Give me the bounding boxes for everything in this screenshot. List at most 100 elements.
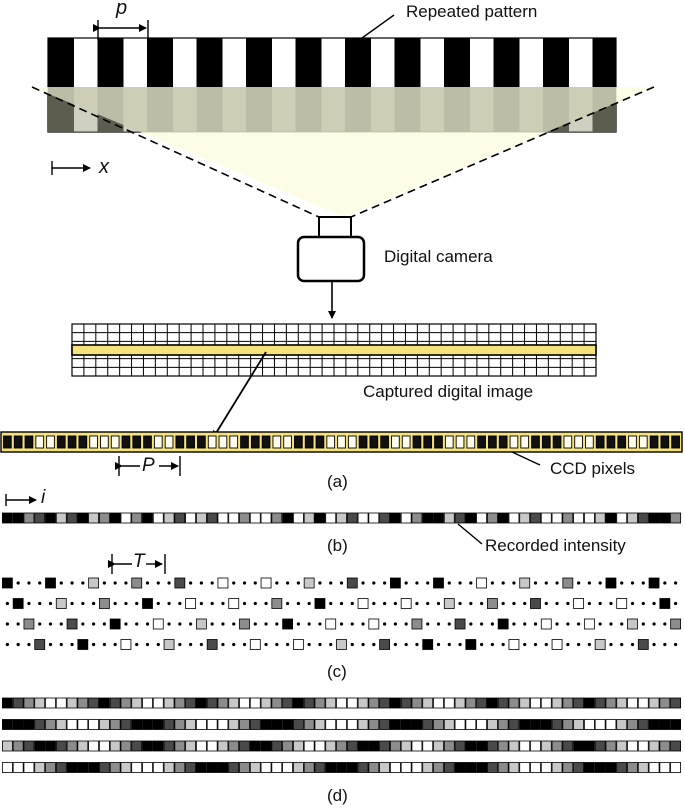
skipped-dot [415,581,419,585]
skipped-dot [566,622,570,626]
intensity-cell [659,512,671,524]
sampled-cell [583,618,595,630]
skipped-dot [663,642,667,647]
ccd-pixel [46,435,55,449]
reconstructed-cell [476,719,488,730]
reconstructed-cell [185,762,197,773]
reconstructed-cell [486,719,498,730]
reconstructed-cell [519,719,531,730]
skipped-dot [307,622,311,626]
intensity-cell [163,512,175,524]
sampled-cell [594,639,606,650]
reconstructed-cell [379,697,391,709]
intensity-cell [271,512,283,524]
skipped-dot [70,601,74,606]
skipped-dot [167,622,171,626]
reconstructed-cell [648,697,660,709]
reconstructed-cell [45,697,56,709]
reconstructed-cell [519,697,531,709]
reconstructed-cell [260,762,272,773]
reconstructed-cell [66,697,78,709]
reconstructed-cell [195,762,207,773]
skipped-dot [253,622,257,626]
reconstructed-cell [282,740,294,752]
ccd-pixel [369,435,379,449]
intensity-cell [120,512,132,524]
reconstructed-cell [336,740,347,752]
reconstructed-cell [627,697,638,709]
ccd-pixel [606,435,616,449]
ccd-pixel [649,435,659,449]
reconstructed-cell [551,762,563,773]
reconstructed-cell [206,762,218,773]
sampled-cell [66,618,78,630]
reconstructed-cell [23,719,35,730]
reconstructed-cell [605,762,617,773]
sampled-cell [239,618,250,630]
intensity-cell [228,512,240,524]
reconstructed-cell [573,740,585,752]
skipped-dot [426,601,430,606]
reconstructed-cell [185,740,197,752]
skipped-dot [92,642,96,647]
skipped-dot [533,642,538,647]
ccd-pixel [498,435,508,449]
reconstructed-cell [379,740,391,752]
ccd-pixel [509,435,519,449]
skipped-dot [221,642,225,647]
intensity-cell [411,512,423,524]
skipped-dot [27,581,31,585]
reconstructed-cell [465,697,477,709]
skipped-dot [145,642,150,647]
intensity-cell [303,512,315,524]
skipped-dot [242,581,247,585]
reconstructed-cell [314,697,326,709]
intensity-cell [508,512,520,524]
skipped-dot [16,581,20,585]
reconstructed-cell [282,697,294,709]
sampled-cell [508,639,520,650]
sampled-cell [34,639,46,650]
reconstructed-cell [637,697,649,709]
ccd-pixel [563,435,573,449]
skipped-dot [189,581,193,585]
intensity-cell [88,512,100,524]
reconstructed-cell [120,740,132,752]
reconstructed-cell [282,762,294,773]
intensity-cell [1,512,13,524]
reconstructed-cell [314,740,326,752]
ccd-pixel [391,435,400,449]
pattern-overlay-band [48,87,616,132]
sampled-cell [486,598,498,609]
skipped-dot [469,581,473,585]
sampled-cell [292,639,304,650]
skipped-dot [469,622,473,626]
intensity-cell [325,512,337,524]
skipped-dot [393,622,397,626]
sampled-cell [400,598,412,609]
skipped-dot [113,601,117,606]
intensity-cell [217,512,229,524]
reconstructed-cell [357,762,369,773]
reconstructed-cell [55,719,67,730]
skipped-dot [469,601,473,606]
intensity-cell [368,512,380,524]
skipped-dot [339,581,344,585]
ccd-pixel [229,435,239,449]
ccd-pixel-row [0,431,683,453]
intensity-cell [185,512,197,524]
skipped-dot [253,581,257,585]
skipped-dot [27,642,31,647]
skipped-dot [178,601,182,606]
reconstructed-cell [648,719,660,730]
skipped-dot [458,581,462,585]
skipped-dot [286,601,290,606]
skipped-dot [501,601,505,606]
reconstructed-cell [627,762,638,773]
reconstructed-cell [249,697,261,709]
skipped-dot [393,601,397,606]
skipped-dot [652,601,656,606]
reconstructed-cell [357,697,369,709]
recorded-intensity-label: Recorded intensity [485,536,626,555]
skipped-dot [361,581,365,585]
